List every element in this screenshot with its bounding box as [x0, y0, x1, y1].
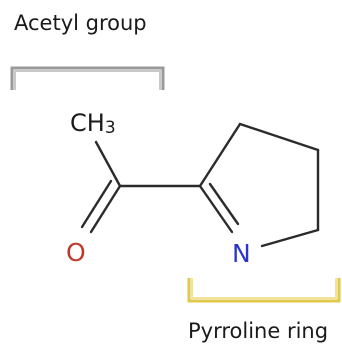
bond-ring-c2-c3	[198, 122, 242, 188]
oxygen-atom-label: O	[66, 238, 86, 267]
acetyl-bracket-shadow	[14, 70, 161, 90]
pyrroline-ring-label: Pyrroline ring	[188, 319, 328, 343]
methyl-subscript: 3	[105, 118, 116, 138]
bond-ring-c2-n-1	[198, 184, 234, 234]
bond-ring-c2-n-2	[208, 182, 240, 226]
acetyl-bracket	[10, 66, 165, 90]
methyl-ch: CH	[70, 109, 105, 137]
bond-methyl-carbonyl	[94, 140, 122, 188]
pyrroline-bracket	[187, 278, 341, 303]
bond-carbonyl-oxygen-2	[80, 179, 113, 229]
acetyl-group-label: Acetyl group	[14, 11, 147, 35]
bond-ring-c5-n	[260, 228, 320, 248]
nitrogen-atom-label: N	[232, 239, 251, 268]
bond-carbonyl-oxygen-1	[89, 184, 122, 234]
methyl-atom-label: CH3	[70, 109, 116, 138]
pyrroline-bracket-shadow	[191, 278, 337, 299]
bond-ring-c3-c4	[238, 122, 320, 152]
